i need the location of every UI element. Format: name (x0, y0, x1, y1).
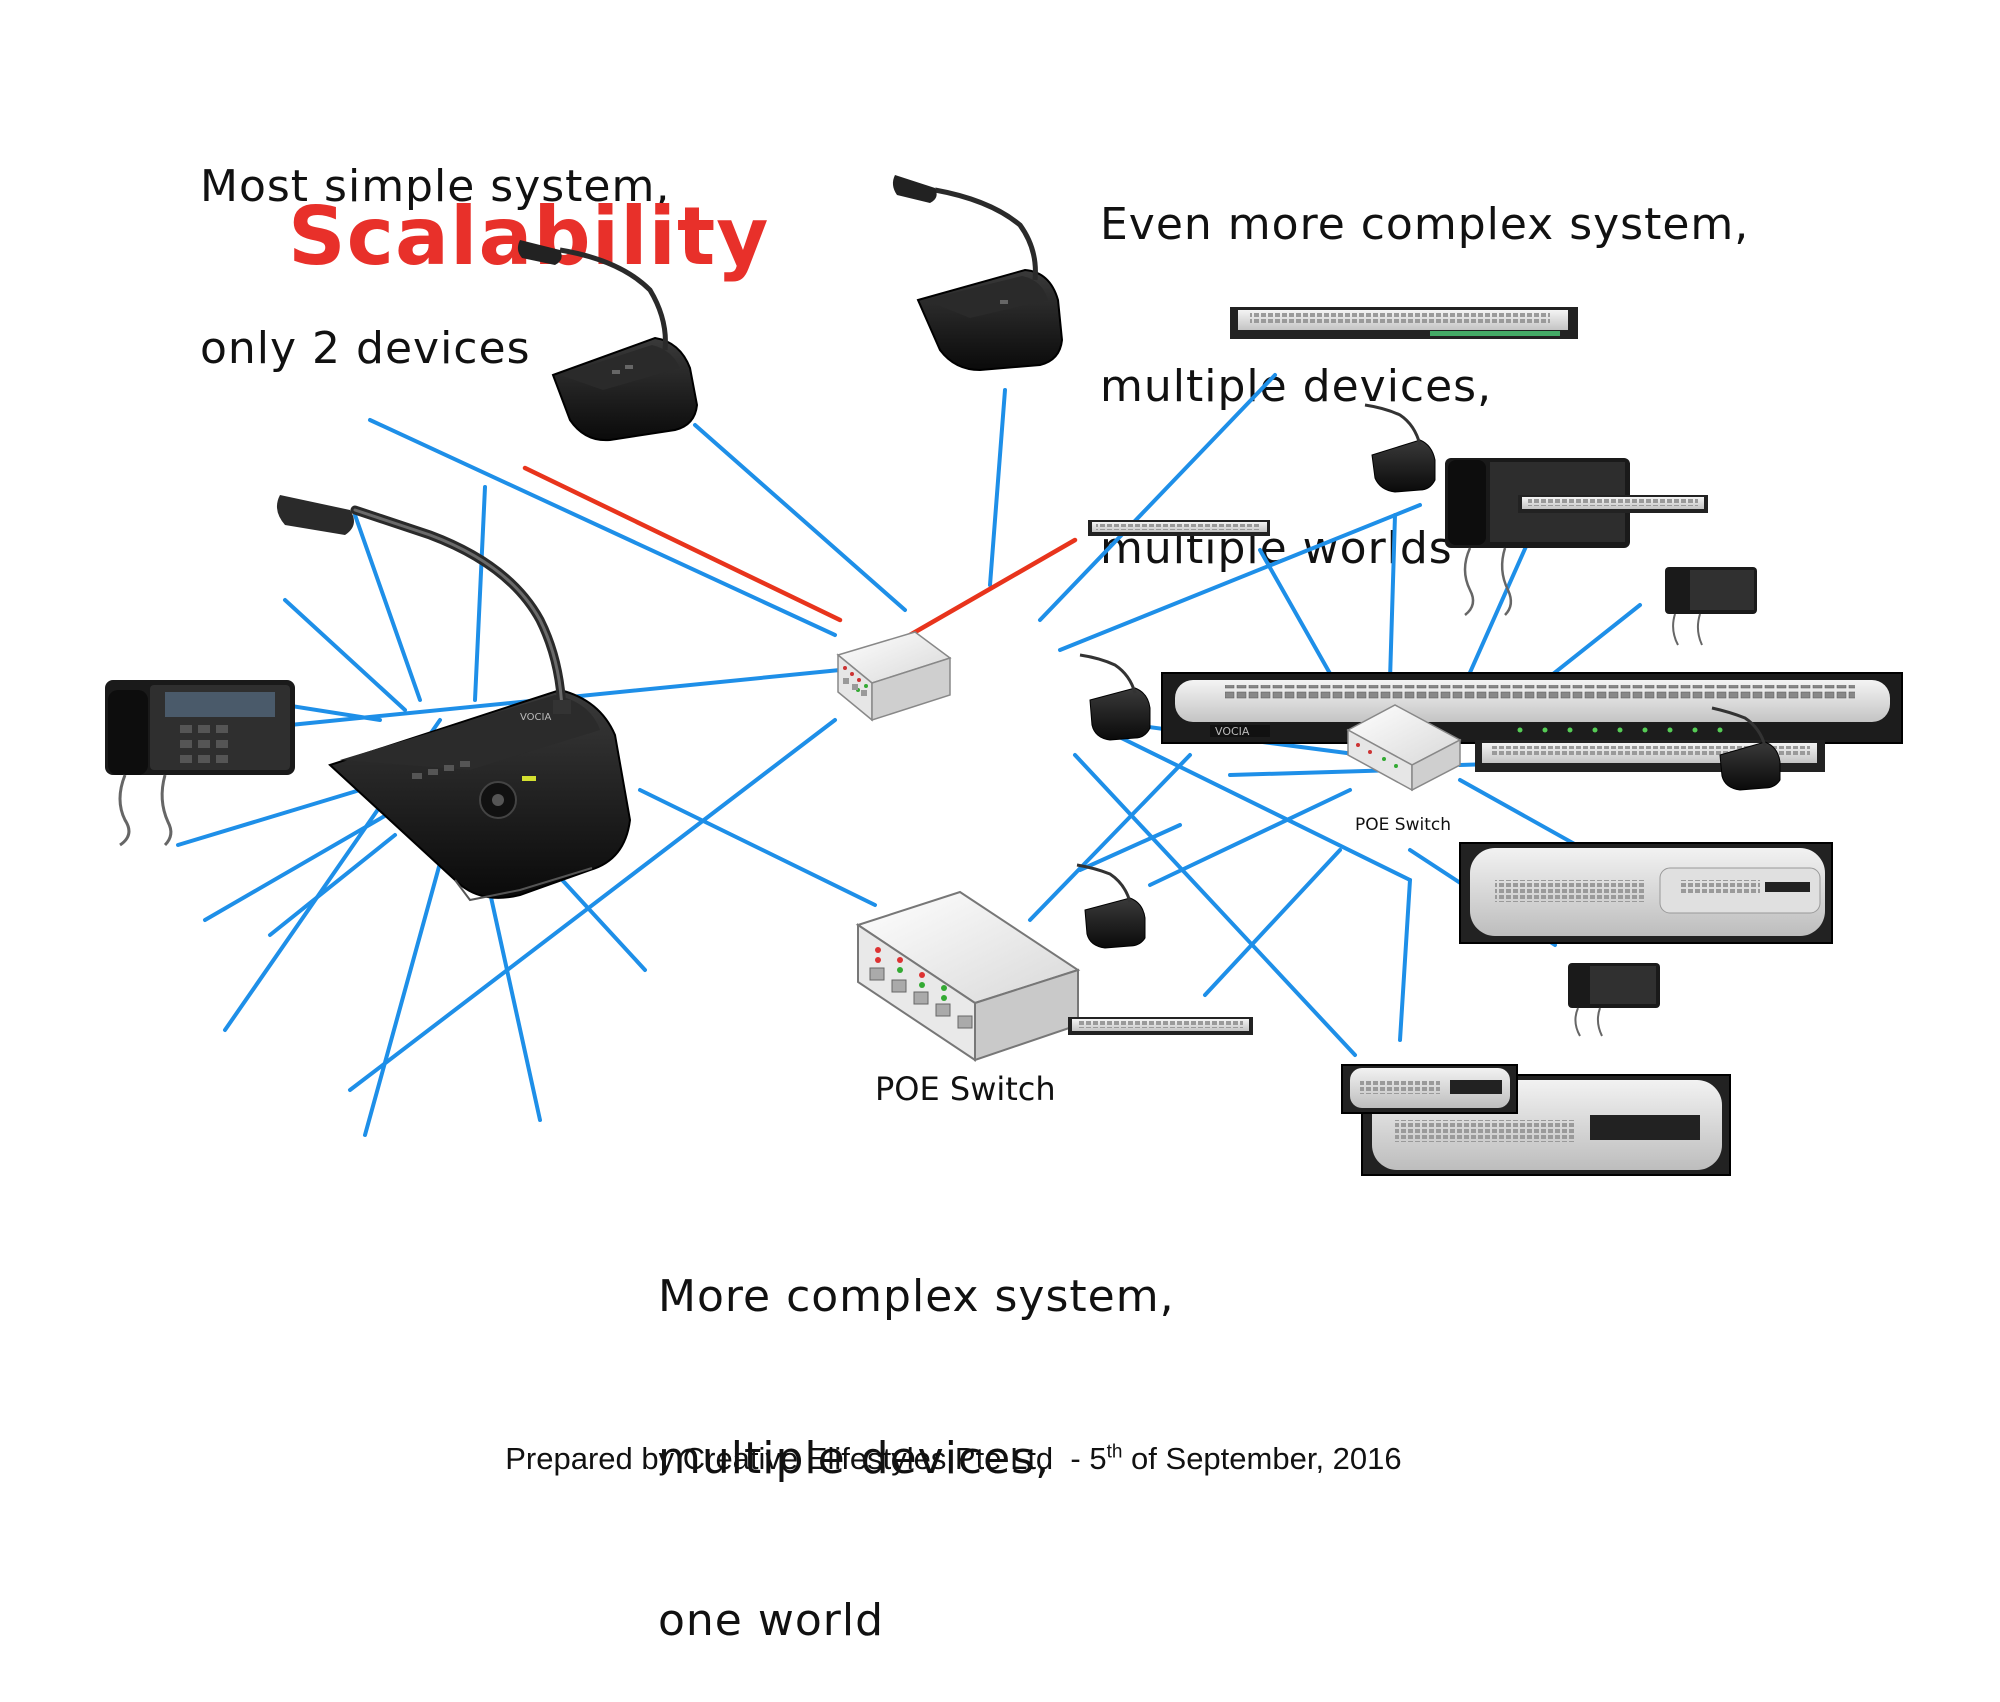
amplifier-1u (1341, 1064, 1518, 1114)
link-line-red (907, 537, 1078, 638)
poe-switch-small (836, 631, 952, 722)
rack-unit-strip (1088, 520, 1270, 536)
caption-line: multiple devices, (658, 1433, 1051, 1484)
link-line (363, 843, 447, 1137)
caption-line: only 2 devices (200, 323, 531, 374)
desk-microphone-small (1364, 403, 1436, 493)
network-diagram: VOCIA (105, 175, 1903, 1176)
desk-microphone-small (1076, 863, 1146, 949)
link-line (1203, 848, 1342, 997)
footer-suffix: of September, 2016 (1122, 1441, 1402, 1476)
link-line (283, 598, 407, 712)
desk-microphone-large: VOCIA (276, 495, 632, 902)
link-line (176, 788, 362, 847)
link-line (638, 788, 877, 907)
paging-station-right (1445, 458, 1630, 616)
caption-line: Most simple system, (200, 161, 671, 212)
link-line (1093, 723, 1412, 882)
poe-switch-right (1346, 704, 1462, 792)
caption-line: multiple devices, (1100, 361, 1493, 412)
caption-line: Even more complex system, (1100, 199, 1750, 250)
link-line-red (522, 465, 843, 623)
footer-ordinal-suffix: th (1106, 1441, 1123, 1463)
poe-switch-main-label: POE Switch (875, 1070, 1056, 1108)
link-line (1228, 768, 1402, 777)
desk-microphone-small (1079, 653, 1151, 741)
highlight-links (522, 465, 1078, 638)
slide-title: Scalability (288, 190, 770, 283)
desk-microphone-small (1711, 706, 1781, 791)
rack-unit-large: VOCIA (1161, 672, 1903, 744)
link-line (1078, 823, 1182, 872)
device-brand-label: VOCIA (1215, 725, 1250, 738)
desk-microphone-medium (517, 240, 699, 442)
poe-switch-right-label: POE Switch (1355, 815, 1451, 835)
link-line (1388, 513, 1397, 682)
paging-station-small (1568, 963, 1660, 1037)
desk-microphone-medium (892, 175, 1064, 372)
footer-credit: Prepared by Creative Elifestyles Pte Ltd… (488, 1405, 1402, 1477)
amplifier-2u (1459, 842, 1833, 944)
link-line (483, 868, 542, 1122)
caption-simple-system: Most simple system, only 2 devices (200, 52, 670, 430)
footer-prefix: Prepared by Creative Elifestyles Pte Ltd… (505, 1441, 1107, 1476)
switch-port-leds (875, 947, 947, 1001)
link-line (988, 388, 1007, 587)
rack-unit-strip (1068, 1017, 1253, 1035)
device-brand-label: VOCIA (520, 712, 551, 723)
link-line (1038, 373, 1277, 622)
link-line (368, 418, 837, 637)
poe-switch-main (855, 890, 1081, 1062)
caption-complex-multiple-worlds: Even more complex system, multiple devic… (1100, 90, 1749, 630)
link-line (1028, 753, 1192, 922)
link-line (268, 833, 397, 937)
link-line (1058, 503, 1422, 652)
link-line (473, 485, 487, 702)
link-line (693, 423, 907, 612)
link-line (353, 513, 422, 702)
rack-unit-strip (1518, 495, 1708, 513)
link-line (1073, 753, 1357, 1057)
link-line (1398, 878, 1412, 1042)
rack-unit-1u (1230, 307, 1578, 339)
caption-line: More complex system, (658, 1271, 1175, 1322)
caption-line: one world (658, 1595, 885, 1646)
paging-station-small (1665, 567, 1757, 646)
link-line (348, 718, 837, 1092)
link-line (203, 808, 397, 922)
paging-station-left (105, 680, 295, 847)
